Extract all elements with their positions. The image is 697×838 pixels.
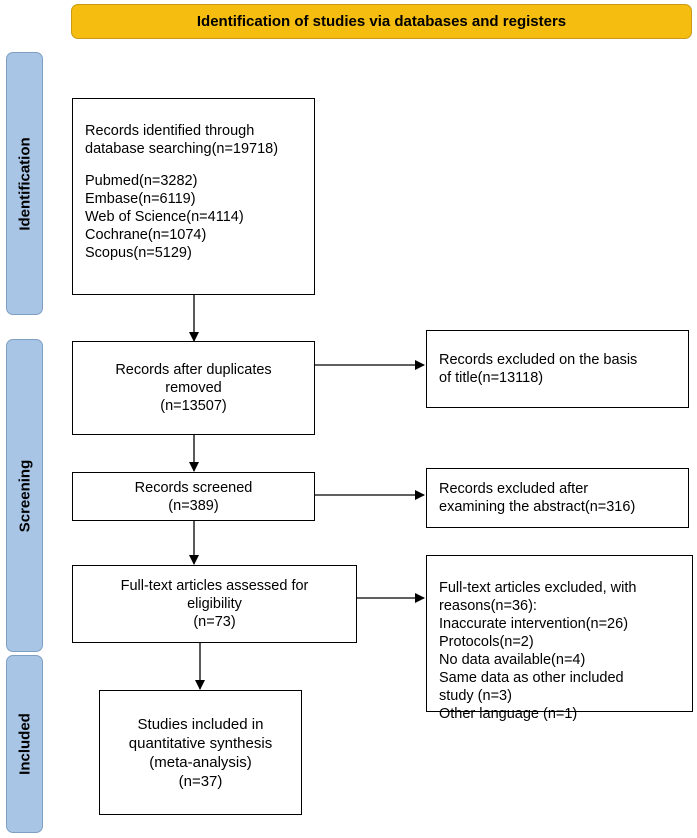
source-cochrane: Cochrane(n=1074) (85, 227, 207, 243)
included-line1: Studies included in (137, 715, 264, 733)
fulltext-count: (n=73) (193, 614, 236, 630)
after-duplicates-line2: removed (165, 380, 222, 396)
fulltext-excluded-line: Protocols(n=2) (439, 634, 534, 650)
fulltext-line2: eligibility (187, 596, 242, 612)
banner-title: Identification of studies via databases … (196, 13, 567, 30)
fulltext-excluded-line: study (n=3) (439, 688, 512, 704)
fulltext-excluded-line: No data available(n=4) (439, 652, 586, 668)
header-banner: Identification of studies via databases … (71, 4, 692, 39)
excluded-abstract-line1: Records excluded after (439, 481, 589, 497)
fulltext-line1: Full-text articles assessed for (120, 578, 309, 594)
phase-identification: Identification (6, 52, 43, 315)
source-scopus: Scopus(n=5129) (85, 245, 192, 261)
source-pubmed: Pubmed(n=3282) (85, 173, 198, 189)
box-excluded-abstract: Records excluded after examining the abs… (426, 468, 689, 528)
screened-count: (n=389) (168, 497, 219, 514)
box-records-identified: Records identified through database sear… (72, 98, 315, 295)
source-embase: Embase(n=6119) (85, 191, 196, 207)
screened-line1: Records screened (134, 479, 253, 496)
identified-line1: Records identified through (85, 123, 255, 139)
box-records-screened: Records screened (n=389) (72, 472, 315, 521)
phase-included: Included (6, 655, 43, 833)
fulltext-excluded-line: Other language (n=1) (439, 706, 578, 722)
box-after-duplicates: Records after duplicates removed (n=1350… (72, 341, 315, 435)
box-studies-included: Studies included in quantitative synthes… (99, 690, 302, 815)
fulltext-excluded-line: Inaccurate intervention(n=26) (439, 616, 629, 632)
excluded-title-line2: of title(n=13118) (439, 370, 544, 386)
excluded-abstract-line2: examining the abstract(n=316) (439, 499, 636, 515)
box-fulltext-assessed: Full-text articles assessed for eligibil… (72, 565, 357, 643)
after-duplicates-line1: Records after duplicates (115, 362, 272, 378)
excluded-title-line1: Records excluded on the basis (439, 352, 638, 368)
included-line3: (meta-analysis) (149, 753, 252, 771)
box-excluded-title: Records excluded on the basis of title(n… (426, 330, 689, 408)
fulltext-excluded-line: Same data as other included (439, 670, 624, 686)
fulltext-excluded-line: reasons(n=36): (439, 598, 537, 614)
phase-screening: Screening (6, 339, 43, 652)
included-count: (n=37) (178, 772, 223, 790)
box-fulltext-excluded: Full-text articles excluded, with reason… (426, 555, 693, 722)
after-duplicates-count: (n=13507) (160, 398, 227, 414)
source-web-of-science: Web of Science(n=4114) (85, 209, 244, 225)
included-line2: quantitative synthesis (128, 734, 273, 752)
identified-line2: database searching(n=19718) (85, 141, 279, 157)
fulltext-excluded-line: Full-text articles excluded, with (439, 580, 637, 596)
